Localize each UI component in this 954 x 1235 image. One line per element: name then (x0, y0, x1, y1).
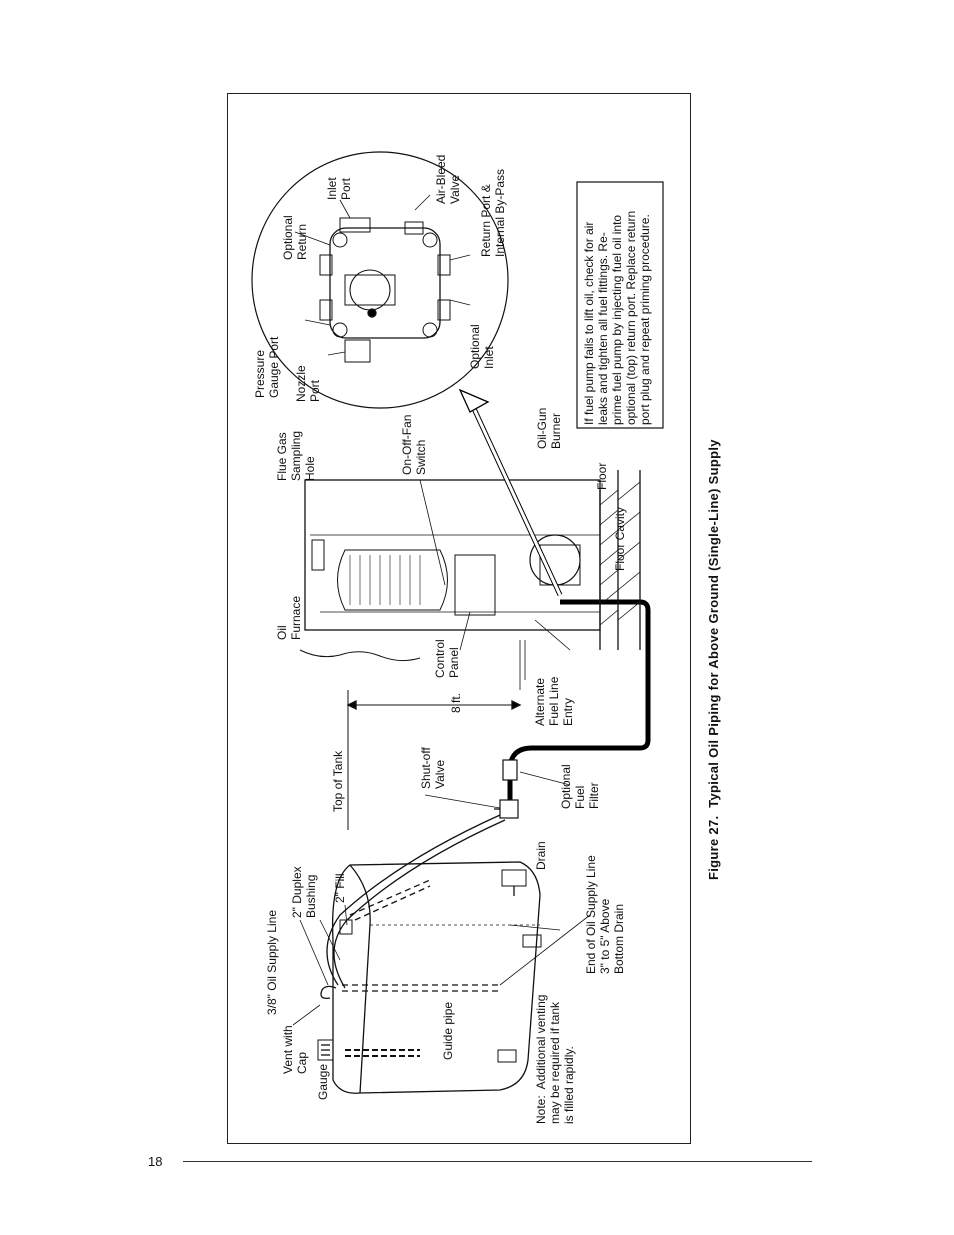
label-control-panel: Control Panel (433, 639, 461, 678)
label-oil-gun-burner: Oil-Gun Burner (535, 407, 563, 449)
label-duplex-bushing: 2" Duplex Bushing (290, 866, 318, 918)
figure-caption: Figure 27. Typical Oil Piping for Above … (706, 439, 721, 880)
oil-tank-drawing (317, 814, 542, 1094)
label-eight-ft: 8 ft. (449, 692, 463, 713)
label-gauge: Gauge (316, 1063, 330, 1100)
footer-rule (183, 1161, 812, 1162)
label-pressure-gauge-port: Pressure Gauge Port (253, 336, 281, 398)
priming-note: If fuel pump fails to lift oil, check fo… (582, 210, 652, 425)
label-oil-supply-line: 3/8" Oil Supply Line (265, 910, 279, 1015)
label-flue-gas-sampling-hole: Flue Gas Sampling Hole (275, 430, 317, 481)
label-floor-cavity: Floor Cavity (613, 506, 627, 571)
fuel-line (507, 599, 651, 810)
label-shutoff-valve: Shut-off Valve (419, 747, 447, 789)
figure-frame (227, 93, 691, 1144)
label-note: Note: Additional venting may be required… (534, 994, 576, 1124)
label-air-bleed-valve: Air-Bleed Valve (434, 154, 462, 204)
furnace-drawing (299, 470, 641, 662)
label-alternate-fuel-line-entry: Alternate Fuel Line Entry (533, 676, 575, 726)
label-oil-furnace: Oil Furnace (275, 595, 303, 640)
label-optional-return: Optional Return (281, 215, 309, 260)
label-top-of-tank: Top of Tank (331, 750, 345, 812)
label-on-off-fan-switch: On-Off-Fan Switch (400, 414, 428, 475)
label-return-port: Return Port & Internal By-Pass (479, 168, 507, 257)
label-drain: Drain (534, 841, 548, 870)
fuel-pump-detail (251, 151, 509, 409)
label-floor: Floor (595, 462, 609, 490)
label-optional-fuel-filter: Optional Fuel Filter (559, 764, 601, 809)
label-end-of-supply-line: End of Oil Supply Line 3" to 5" Above Bo… (584, 855, 626, 974)
page-number: 18 (148, 1154, 163, 1169)
label-guide-pipe: Guide pipe (441, 1001, 455, 1060)
label-optional-inlet: Optional Inlet (468, 324, 496, 369)
label-vent-with-cap: Vent with Cap (281, 1025, 309, 1074)
label-nozzle-port: Nozzle Port (294, 365, 322, 402)
label-fill: 2" Fill (333, 873, 347, 903)
label-inlet-port: Inlet Port (325, 177, 353, 200)
